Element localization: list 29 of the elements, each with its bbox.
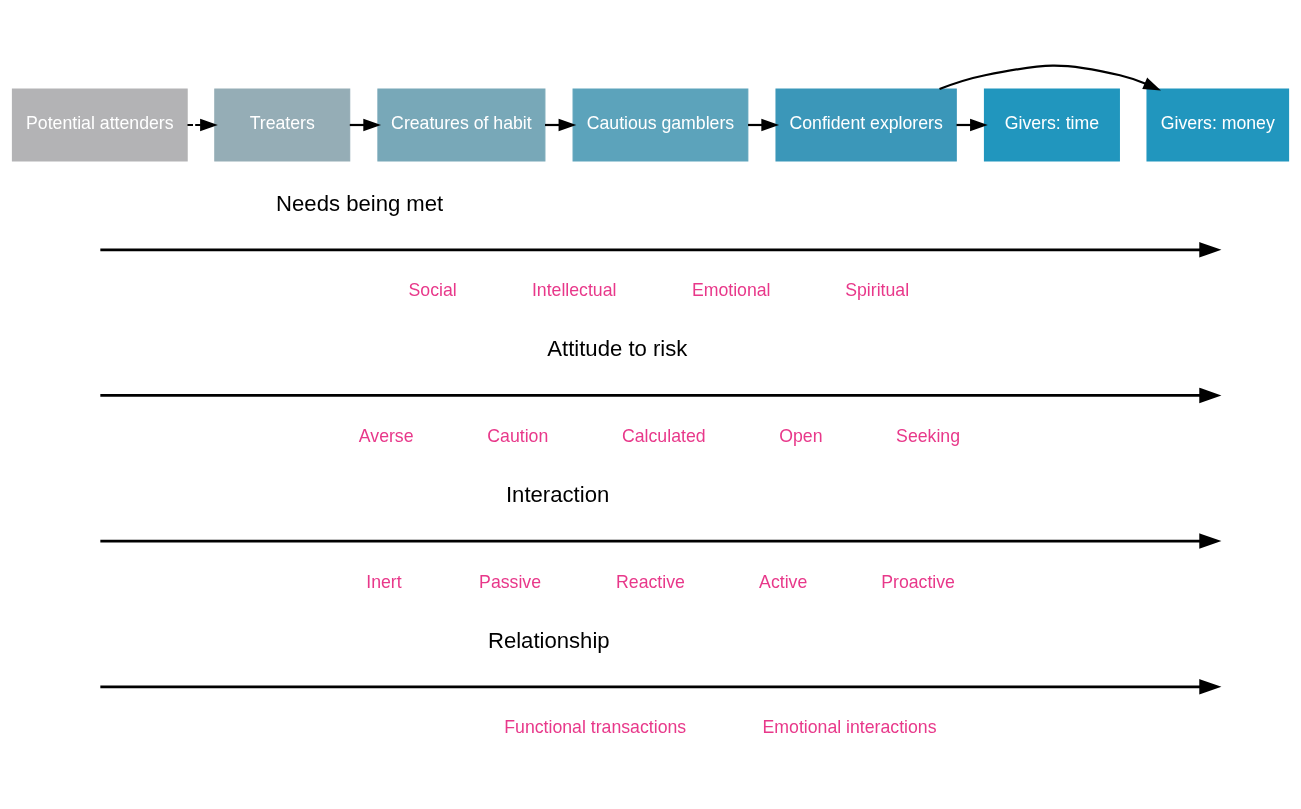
label: Interaction xyxy=(505,482,610,508)
label: Passive xyxy=(479,571,542,592)
arrow xyxy=(187,118,218,132)
node-box: Treaters xyxy=(214,88,351,162)
label: Caution xyxy=(487,426,549,447)
label: Proactive xyxy=(881,571,955,592)
node-box: Cautious gamblers xyxy=(572,88,749,162)
label: Spiritual xyxy=(845,280,910,301)
arrow xyxy=(939,64,1161,91)
label: Seeking xyxy=(896,426,961,447)
node-box: Givers: money xyxy=(1146,88,1290,162)
label: Reactive xyxy=(616,571,685,592)
label: Functional transactions xyxy=(504,717,687,738)
node-box: Creatures of habit xyxy=(377,88,546,162)
label: Intellectual xyxy=(531,280,617,301)
label: Open xyxy=(779,426,823,447)
label: Attitude to risk xyxy=(547,336,688,362)
node-box: Givers: time xyxy=(983,88,1120,162)
label: Active xyxy=(759,571,808,592)
label: Social xyxy=(408,280,457,301)
node-box: Confident explorers xyxy=(775,88,957,162)
label: Emotional interactions xyxy=(762,717,937,738)
node-box: Potential attenders xyxy=(11,88,188,162)
label: Inert xyxy=(366,571,402,592)
label: Relationship xyxy=(487,627,610,653)
label: Calculated xyxy=(621,426,706,447)
label: Emotional xyxy=(691,280,771,301)
label: Needs being met xyxy=(276,190,444,216)
label: Averse xyxy=(358,426,414,447)
